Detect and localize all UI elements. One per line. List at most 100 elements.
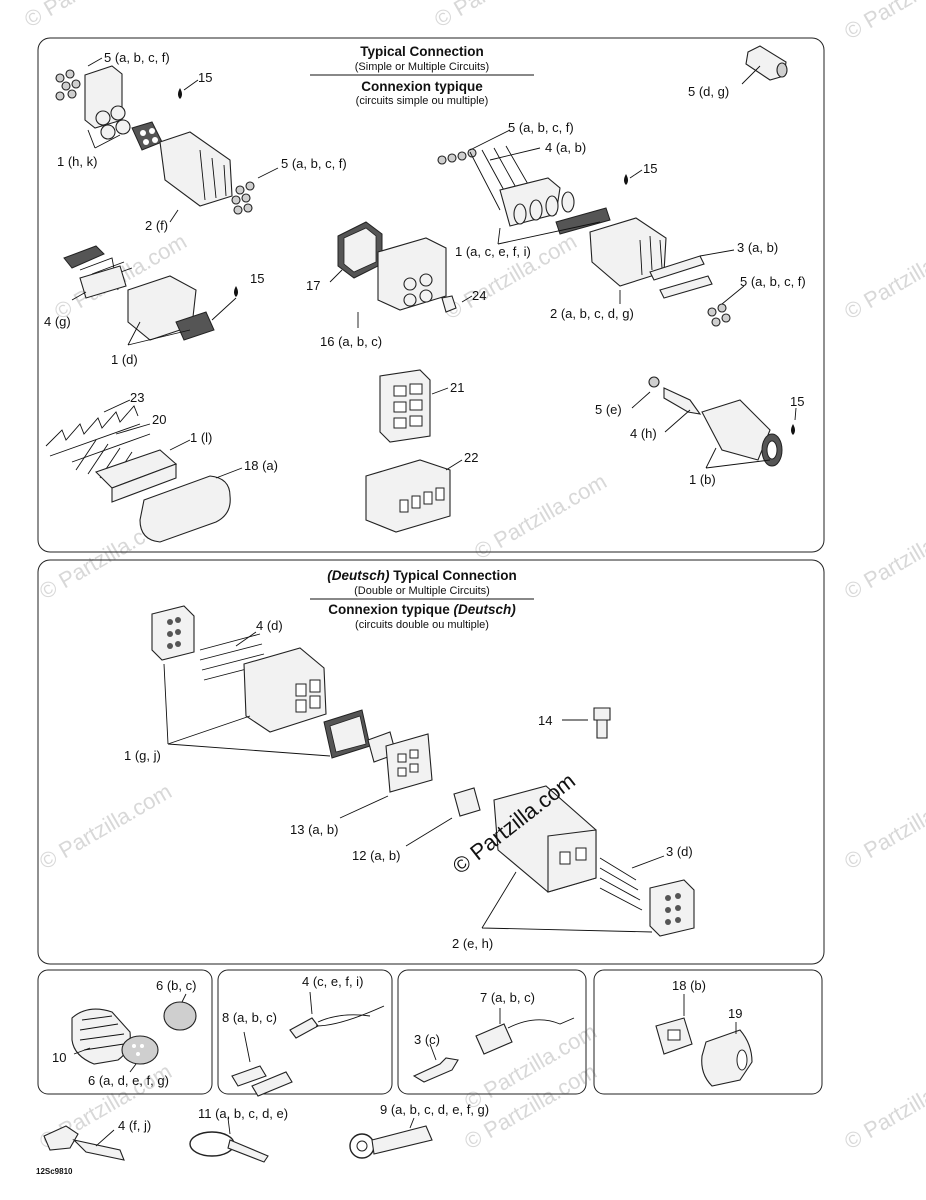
callout-9-abcdefg: 9 (a, b, c, d, e, f, g) [380, 1102, 489, 1117]
header-typical-title-en: Typical Connection [360, 44, 484, 59]
cable-tie-11 [189, 1117, 269, 1163]
callout-18-a: 18 (a) [244, 458, 278, 473]
svg-text:© Partzilla.com: © Partzilla.com [840, 1059, 926, 1155]
callout-5-dg: 5 (d, g) [688, 84, 729, 99]
callout-20: 20 [152, 412, 166, 427]
header-deutsch: (Deutsch) Typical Connection (Double or … [310, 568, 534, 631]
drawing-code: 12Sc9810 [36, 1167, 73, 1176]
sleeve-8abc-a [231, 1065, 267, 1087]
screw-14 [562, 707, 611, 739]
sleeve-8abc-b [251, 1071, 293, 1097]
callout-18-b: 18 (b) [672, 978, 706, 993]
terminal-seals-cluster [55, 69, 81, 101]
callout-4-ab: 4 (a, b) [545, 140, 586, 155]
seal-left [63, 245, 105, 269]
seal-cluster-right [437, 148, 477, 165]
callout-1-hk: 1 (h, k) [57, 154, 97, 169]
header-typical-title-fr: Connexion typique [361, 79, 483, 94]
panel-covers [593, 969, 823, 1095]
plug-24 [441, 295, 457, 313]
panel-caps [37, 969, 213, 1095]
header-deutsch-sub-en: (Double or Multiple Circuits) [354, 585, 490, 597]
header-deutsch-title-fr: Connexion typique (Deutsch) [328, 602, 516, 617]
callout-3-ab: 3 (a, b) [737, 240, 778, 255]
splices-group [231, 991, 385, 1097]
terminal-3c [412, 1057, 459, 1083]
callout-22: 22 [464, 450, 478, 465]
callout-1-l: 1 (l) [190, 430, 212, 445]
sealant-drop-icon [791, 424, 795, 435]
callout-12-ab: 12 (a, b) [352, 848, 400, 863]
connector-group-mid-right [437, 129, 745, 327]
callout-2-abcdg: 2 (a, b, c, d, g) [550, 306, 634, 321]
header-typical-sub-fr: (circuits simple ou multiple) [356, 95, 489, 107]
callout-14: 14 [538, 713, 552, 728]
housing-1b [701, 399, 771, 461]
header-deutsch-sub-fr: (circuits double ou multiple) [355, 619, 489, 631]
callout-5-e: 5 (e) [595, 402, 622, 417]
callout-5-abcf-top: 5 (a, b, c, f) [104, 50, 170, 65]
callout-10: 10 [52, 1050, 66, 1065]
callout-15-c: 15 [250, 271, 264, 286]
callout-17: 17 [306, 278, 320, 293]
callout-4-cefi: 4 (c, e, f, i) [302, 974, 363, 989]
svg-text:© Partzilla.com: © Partzilla.com [840, 779, 926, 875]
panel-typical-connection [37, 37, 825, 553]
callout-4-fj: 4 (f, j) [118, 1118, 151, 1133]
callout-11-abcde: 11 (a, b, c, d, e) [198, 1106, 288, 1121]
callout-1-d: 1 (d) [111, 352, 138, 367]
splice-4cefi [289, 1017, 319, 1039]
cover-18a [139, 475, 231, 543]
callout-7-abc: 7 (a, b, c) [480, 990, 535, 1005]
seal-grommet-left [151, 605, 195, 661]
terminal-seals-cluster-2 [231, 181, 255, 215]
cap-6adefg [121, 1035, 159, 1065]
callout-13-ab: 13 (a, b) [290, 822, 338, 837]
sealant-drop-icon [624, 174, 628, 185]
ring-terminal-9 [349, 1117, 433, 1159]
svg-text:© Partzilla.com: © Partzilla.com [840, 0, 926, 44]
connector-group-center [329, 221, 473, 328]
seal-1d [175, 311, 215, 341]
connector-group-1b [631, 376, 797, 469]
callout-19: 19 [728, 1006, 742, 1021]
cover-19 [701, 1029, 753, 1087]
seal-cluster-right-low [707, 303, 731, 327]
callout-5-abcf-mid: 5 (a, b, c, f) [281, 156, 347, 171]
callout-5-abcf-low: 5 (a, b, c, f) [740, 274, 806, 289]
callout-1-b: 1 (b) [689, 472, 716, 487]
svg-text:© Partzilla.com: © Partzilla.com [430, 0, 571, 32]
seal-grommet-right [649, 879, 695, 937]
deutsch-connector-2eh [405, 785, 695, 937]
housing-21 [379, 369, 449, 443]
callout-4-d: 4 (d) [256, 618, 283, 633]
callout-16-abc: 16 (a, b, c) [320, 334, 382, 349]
connector-7abc [475, 1023, 513, 1055]
housing-22 [365, 459, 463, 533]
callout-8-abc: 8 (a, b, c) [222, 1010, 277, 1025]
svg-text:© Partzilla.com: © Partzilla.com [840, 229, 926, 325]
callout-6-adefg: 6 (a, d, e, f, g) [88, 1073, 169, 1088]
terminal-4fj [43, 1125, 125, 1161]
callout-1-acefi: 1 (a, c, e, f, i) [455, 244, 531, 259]
sealant-drop-icon [234, 286, 238, 297]
svg-text:© Partzilla.com: © Partzilla.com [470, 469, 611, 565]
heat-shrink-group [412, 1008, 575, 1083]
callout-4-g: 4 (g) [44, 314, 71, 329]
callout-3-d: 3 (d) [666, 844, 693, 859]
callout-6-bc: 6 (b, c) [156, 978, 196, 993]
panel-heat-shrink [397, 969, 587, 1095]
connector-group-lower-left [45, 399, 243, 543]
callout-15-a: 15 [198, 70, 212, 85]
caps-group [71, 993, 197, 1073]
callout-2-eh: 2 (e, h) [452, 936, 493, 951]
svg-text:© Partzilla.com: © Partzilla.com [840, 509, 926, 605]
sealant-drop-icon [178, 88, 182, 99]
header-deutsch-title-en: (Deutsch) Typical Connection [327, 568, 517, 583]
callout-4-h: 4 (h) [630, 426, 657, 441]
callout-15-d: 15 [790, 394, 804, 409]
header-typical: Typical Connection (Simple or Multiple C… [310, 44, 534, 107]
callout-3-c: 3 (c) [414, 1032, 440, 1047]
cap-6bc [163, 1001, 197, 1031]
